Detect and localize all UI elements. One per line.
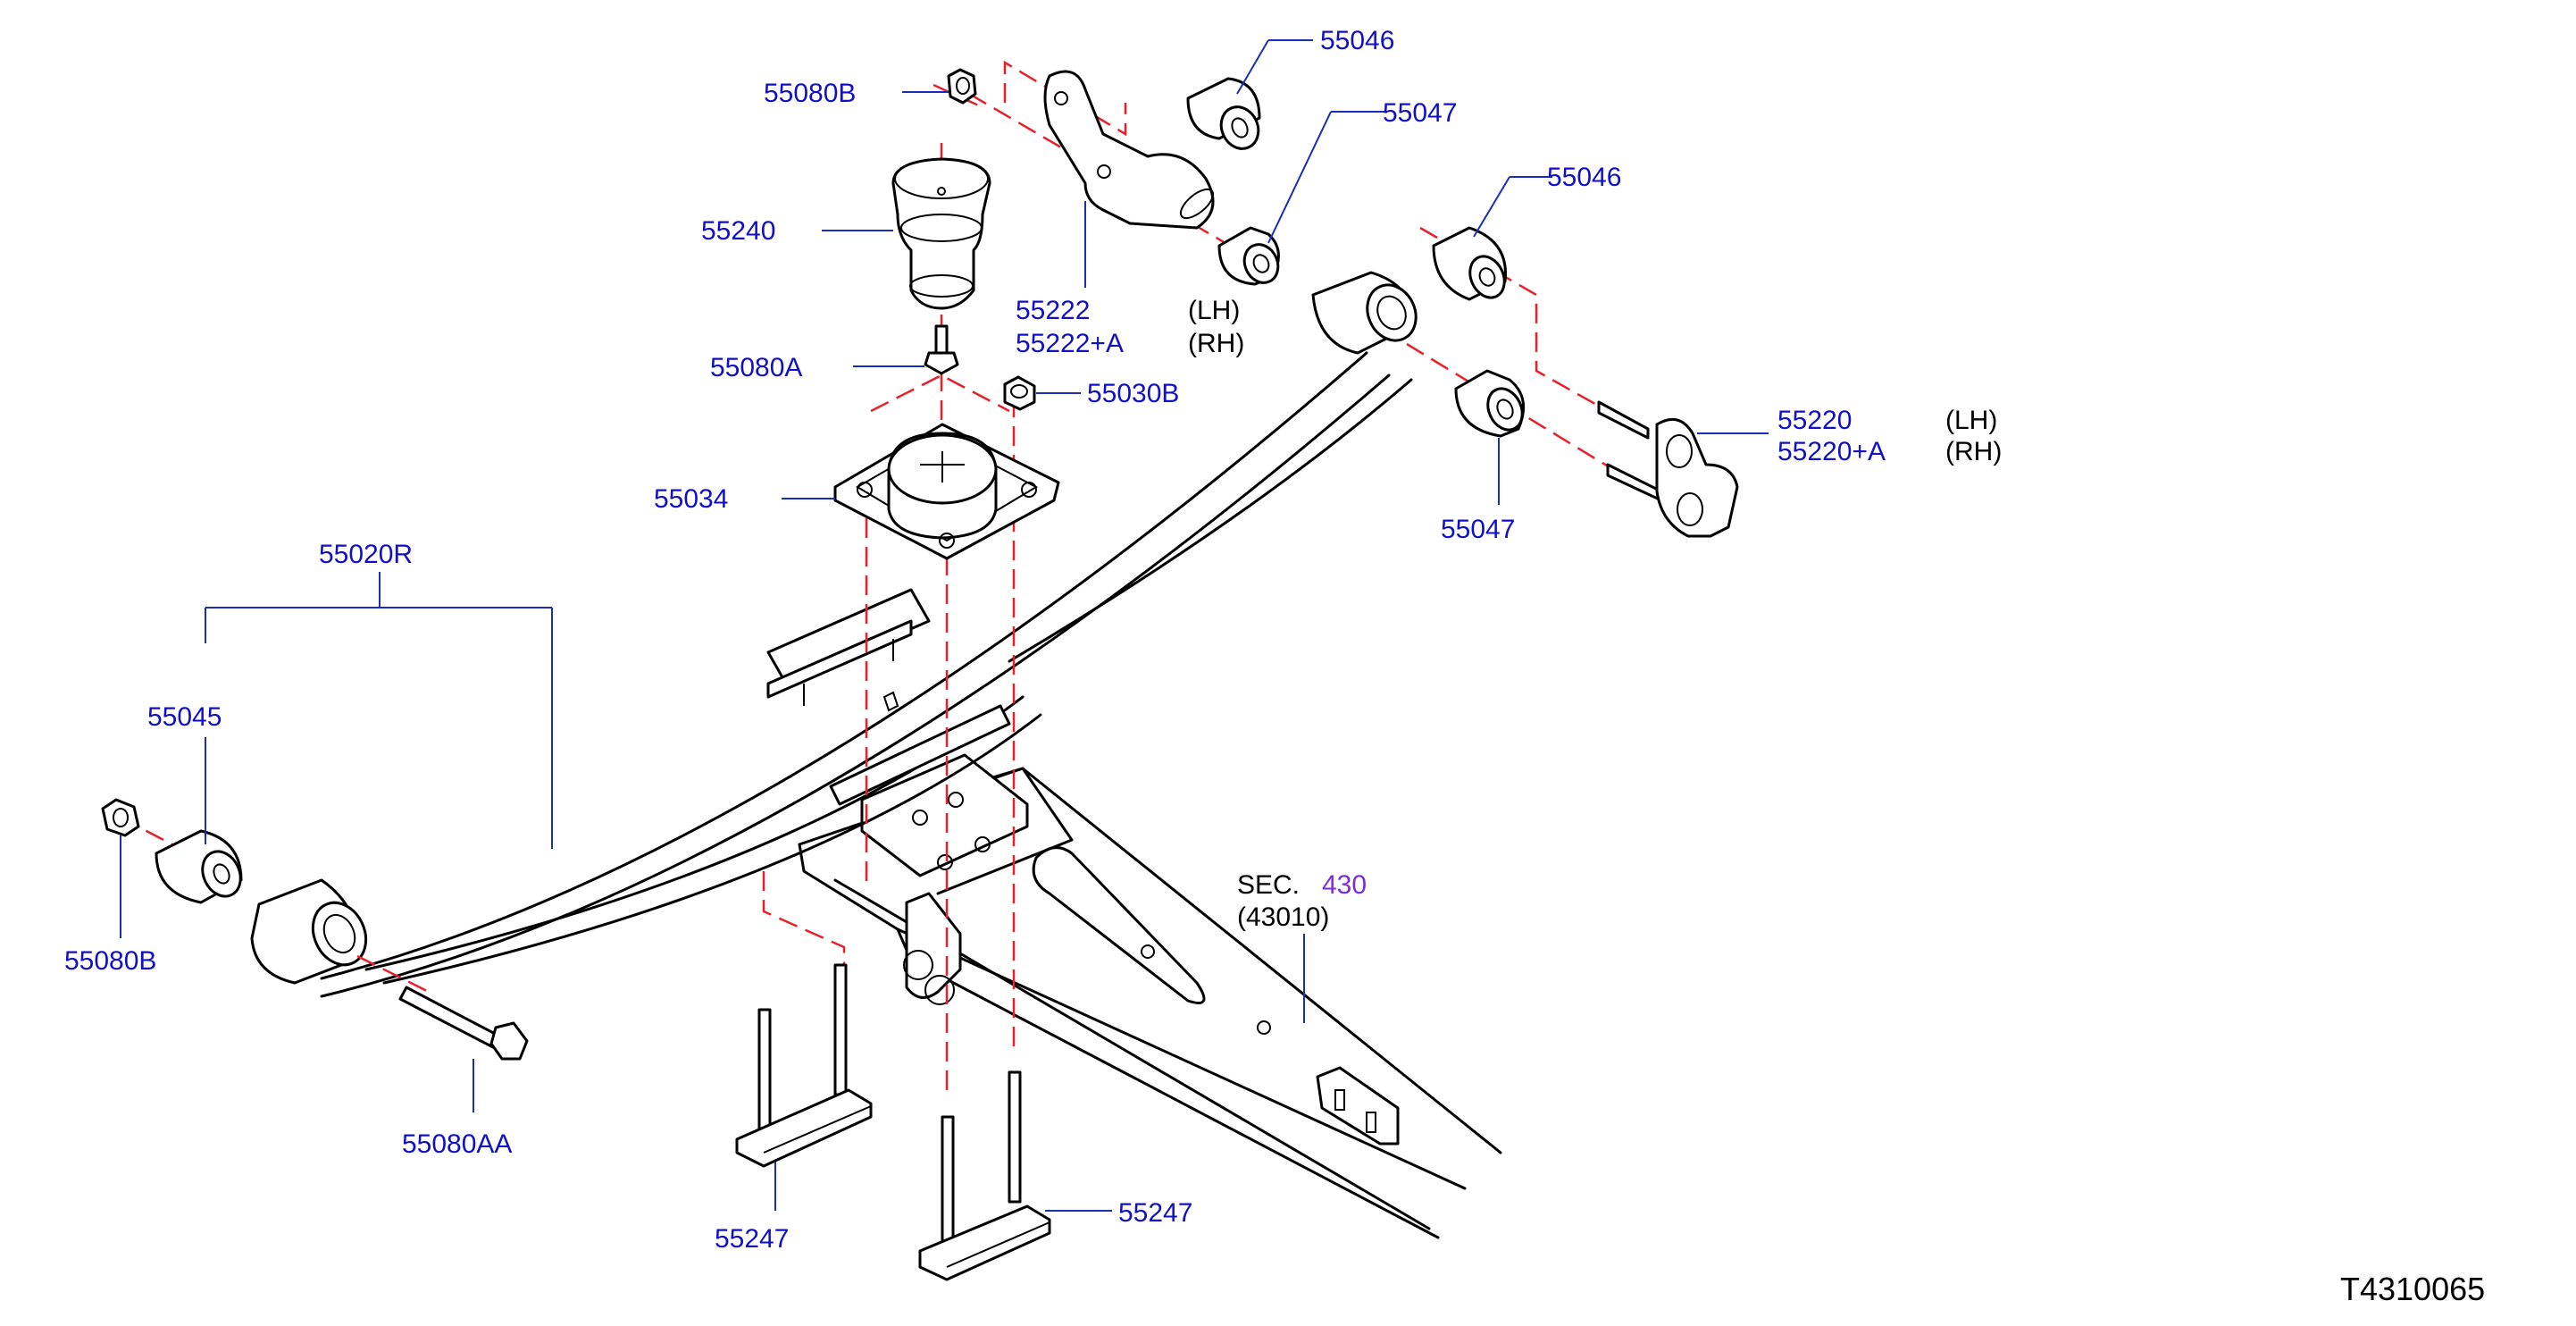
label-55247-left[interactable]: 55247 <box>715 1224 789 1254</box>
u-bolt-55247-right <box>918 1070 1051 1281</box>
label-55046-right[interactable]: 55046 <box>1547 163 1621 192</box>
spring-pad-55034 <box>833 423 1060 560</box>
bump-stopper-55240 <box>891 157 991 310</box>
nut-55030b <box>1003 375 1036 411</box>
bushing-55046-right <box>1432 226 1507 301</box>
label-55080aa[interactable]: 55080AA <box>402 1129 512 1159</box>
frame-rail <box>798 753 1502 1239</box>
label-55047-top[interactable]: 55047 <box>1383 98 1457 128</box>
nut-55080b-top <box>947 68 977 105</box>
bolt-55080a <box>924 324 959 375</box>
nut-55080b-left <box>101 798 140 837</box>
shackle-55220 <box>1597 400 1739 538</box>
label-55080a[interactable]: 55080A <box>710 353 802 382</box>
side-labels: (LH) (RH) (LH) (RH) SEC. 430 (43010) T43… <box>1188 296 2485 1307</box>
label-lh-55220: (LH) <box>1945 406 1997 435</box>
diagram-code: T4310065 <box>2340 1271 2485 1307</box>
label-55047-right[interactable]: 55047 <box>1441 515 1515 544</box>
label-55220a[interactable]: 55220+A <box>1777 437 1886 466</box>
label-55020r[interactable]: 55020R <box>319 540 413 569</box>
u-bolt-55247-left <box>735 963 873 1168</box>
label-55046-top[interactable]: 55046 <box>1320 26 1394 55</box>
bracket-55222 <box>1043 70 1215 230</box>
label-55045[interactable]: 55045 <box>147 702 222 732</box>
label-55222a[interactable]: 55222+A <box>1016 329 1124 358</box>
label-55247-right[interactable]: 55247 <box>1118 1198 1192 1228</box>
label-55240[interactable]: 55240 <box>701 216 775 246</box>
label-rh-55222: (RH) <box>1188 329 1244 358</box>
label-lh-55222: (LH) <box>1188 296 1240 325</box>
label-55030b[interactable]: 55030B <box>1087 379 1179 408</box>
bushing-55046-top <box>1186 77 1261 150</box>
label-55080b-left[interactable]: 55080B <box>64 946 156 976</box>
label-rh-55220: (RH) <box>1945 437 2002 466</box>
leaf-spring <box>250 271 1418 998</box>
bushing-55047-right <box>1454 369 1526 438</box>
leader-lines <box>120 39 1769 1212</box>
bolt-55080aa <box>398 986 529 1061</box>
sec-sub-43010: (43010) <box>1237 902 1329 932</box>
part-labels: 55046 55080B 55047 55046 55240 55222 552… <box>64 26 1886 1254</box>
sec-prefix: SEC. <box>1237 870 1300 900</box>
label-55034[interactable]: 55034 <box>654 484 728 514</box>
sec-link-430[interactable]: 430 <box>1322 870 1367 900</box>
label-55080b-top[interactable]: 55080B <box>764 79 856 108</box>
bushing-55047-top <box>1217 226 1280 286</box>
label-55220[interactable]: 55220 <box>1777 406 1852 435</box>
label-55222[interactable]: 55222 <box>1016 296 1090 325</box>
bushing-55045 <box>155 829 243 904</box>
